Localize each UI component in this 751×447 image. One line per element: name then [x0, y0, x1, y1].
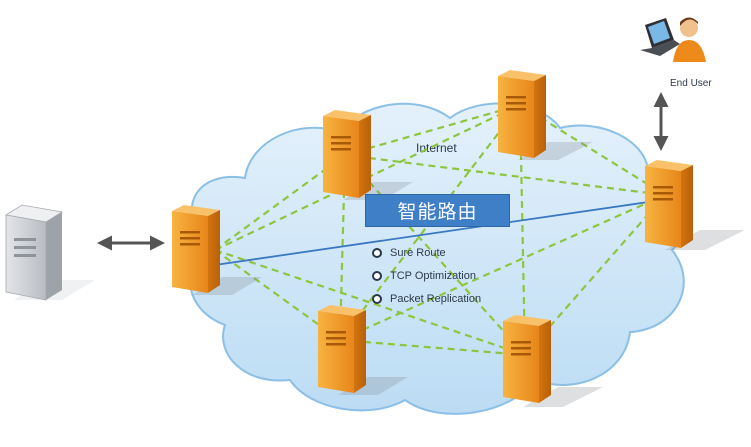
user-icon: [673, 17, 706, 62]
feature-list: Sure Route TCP Optimization Packet Repli…: [372, 241, 481, 310]
feature-label: TCP Optimization: [390, 269, 476, 282]
edge-server-top-right: [498, 70, 593, 160]
feature-label: Sure Route: [390, 246, 446, 259]
edge-server-bottom-right: [503, 315, 603, 407]
smart-routing-label: 智能路由: [365, 194, 510, 227]
main-route-line: [214, 199, 663, 266]
feature-item: Sure Route: [372, 241, 481, 264]
bullet-icon: [372, 247, 382, 258]
bullet-icon: [372, 270, 382, 281]
laptop-icon: [640, 18, 680, 56]
feature-item: Packet Replication: [372, 287, 481, 310]
internet-label: Internet: [416, 141, 457, 155]
edge-server-top-left: [323, 110, 413, 200]
feature-label: Packet Replication: [390, 292, 482, 305]
edge-server-right: [645, 160, 745, 250]
bullet-icon: [372, 293, 382, 304]
feature-item: TCP Optimization: [372, 264, 481, 287]
edge-server-left: [172, 205, 262, 295]
end-user-label: End User: [670, 78, 712, 89]
origin-server-icon: [4, 204, 95, 301]
edge-server-bottom-left: [318, 305, 408, 395]
